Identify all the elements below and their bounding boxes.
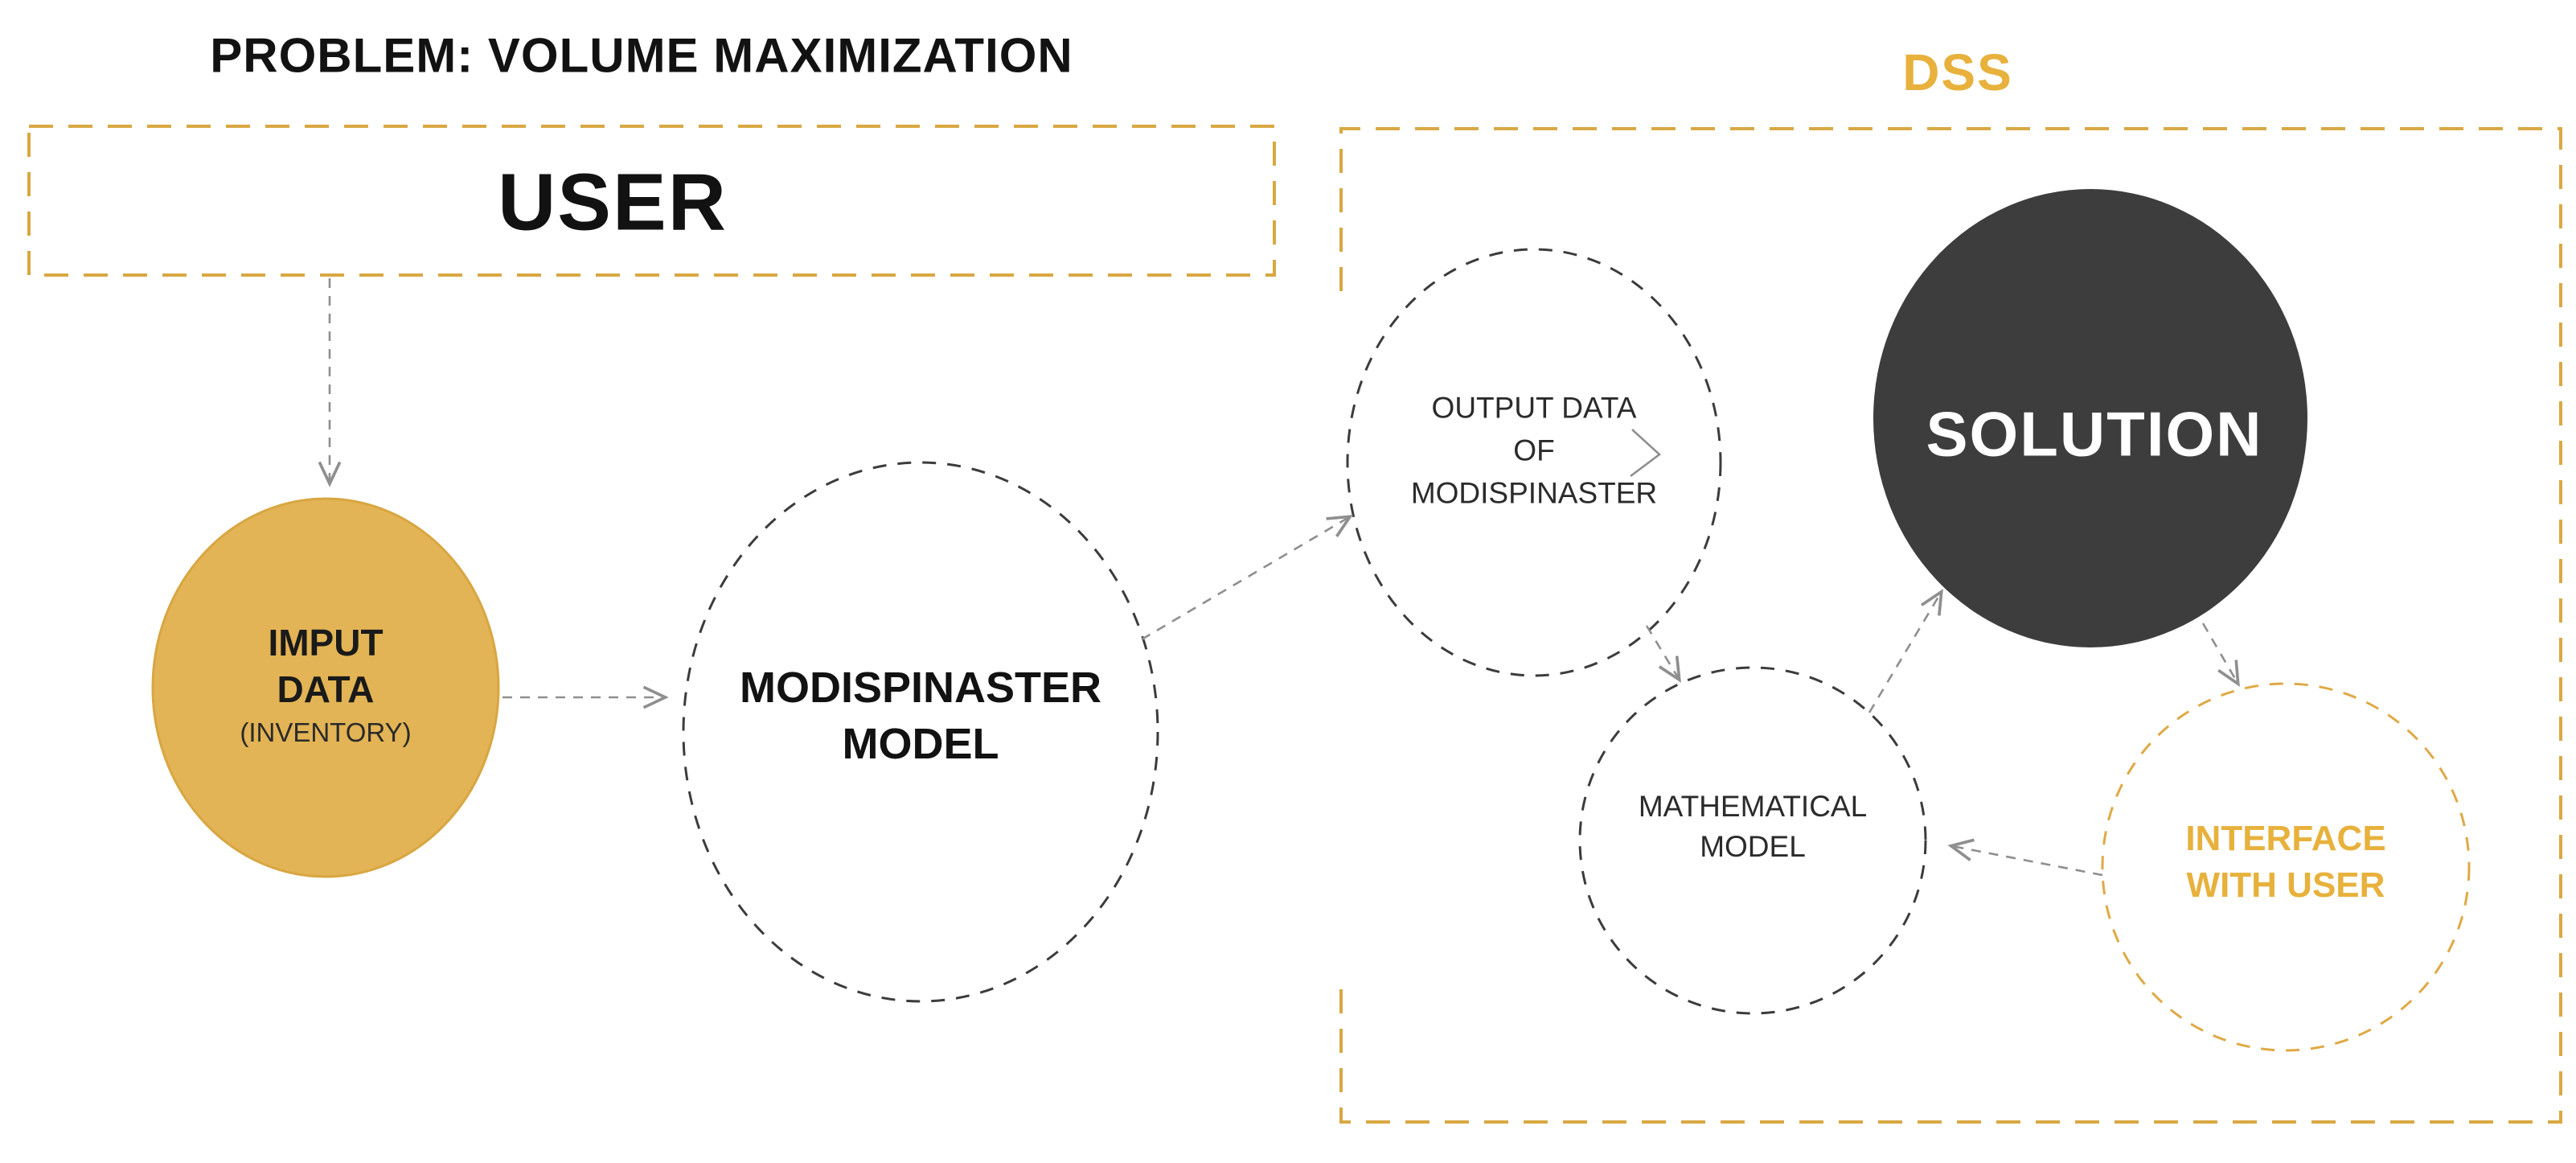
input-data-label: IMPUT DATA (INVENTORY) bbox=[240, 619, 411, 753]
mathematical-model-label: MATHEMATICAL MODEL bbox=[1639, 787, 1867, 867]
interface-with-user-node bbox=[2101, 682, 2471, 1052]
interface-with-user-label: INTERFACE WITH USER bbox=[2185, 816, 2385, 909]
interface-with-user-line: INTERFACE bbox=[2185, 819, 2386, 858]
modispinaster-model-node bbox=[682, 461, 1159, 1003]
output-data-line: OF bbox=[1513, 434, 1555, 467]
user-box-label: USER bbox=[498, 157, 728, 248]
input-data-subline: (INVENTORY) bbox=[240, 717, 412, 747]
arrow-interface-to-math-model bbox=[1952, 846, 2103, 877]
arrow-solution-to-interface bbox=[2201, 623, 2238, 683]
input-data-line: IMPUT bbox=[268, 622, 384, 664]
solution-label: SOLUTION bbox=[1926, 398, 2263, 470]
modispinaster-model-line: MODEL bbox=[842, 720, 999, 768]
solution-node bbox=[1873, 189, 2307, 647]
problem-title: PROBLEM: VOLUME MAXIMIZATION bbox=[210, 28, 1073, 83]
arrow-math-model-to-solution bbox=[1868, 593, 1941, 713]
user-box-outline bbox=[27, 125, 1276, 277]
output-data-label: OUTPUT DATA OF MODISPINASTER bbox=[1411, 387, 1657, 515]
mathematical-model-node bbox=[1578, 666, 1927, 1015]
dss-box-outline bbox=[1339, 127, 2562, 1124]
dss-caption: DSS bbox=[1902, 43, 2013, 101]
mathematical-model-line: MODEL bbox=[1700, 830, 1806, 863]
modispinaster-model-line: MODISPINASTER bbox=[739, 664, 1102, 712]
arrow-output-data-to-math-model bbox=[1645, 625, 1679, 679]
output-data-line: MODISPINASTER bbox=[1410, 476, 1658, 510]
output-data-node bbox=[1346, 248, 1722, 677]
mathematical-model-line: MATHEMATICAL bbox=[1638, 790, 1868, 823]
output-data-line: OUTPUT DATA bbox=[1431, 391, 1637, 425]
modispinaster-model-label: MODISPINASTER MODEL bbox=[740, 660, 1101, 772]
stray-arrowhead-icon bbox=[1630, 429, 1662, 478]
interface-with-user-line: WITH USER bbox=[2186, 865, 2385, 905]
input-data-line: DATA bbox=[277, 668, 375, 710]
arrow-model-to-output-data bbox=[1141, 517, 1349, 641]
input-data-node bbox=[151, 497, 500, 878]
